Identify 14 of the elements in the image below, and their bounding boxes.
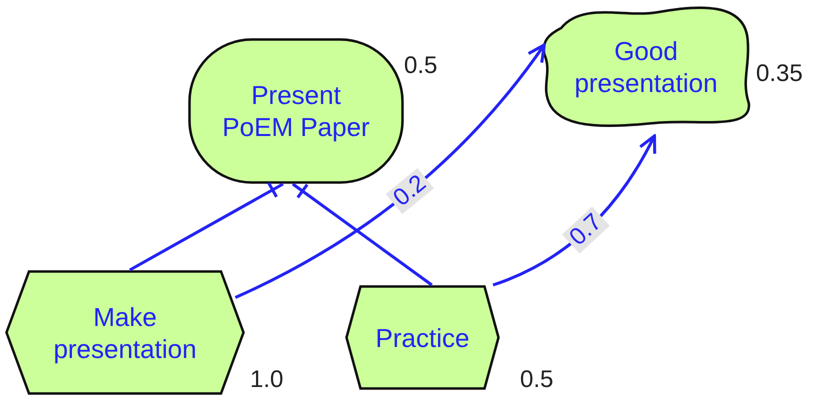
value-label: 0.5	[404, 52, 438, 80]
value-label: 1.0	[250, 366, 284, 394]
edge-label: 0.7	[562, 206, 610, 254]
node-label: Present PoEM Paper	[221, 79, 371, 143]
task-node	[345, 285, 500, 390]
connector	[129, 181, 284, 272]
node-label: Good presentation	[573, 35, 719, 99]
connector	[234, 43, 546, 299]
node-label: Practice	[376, 322, 470, 354]
node-label: Make presentation	[52, 300, 198, 364]
value-label: 0.5	[520, 366, 554, 394]
task-node	[5, 270, 245, 395]
value-label: 0.35	[756, 60, 803, 88]
connector	[292, 182, 433, 286]
